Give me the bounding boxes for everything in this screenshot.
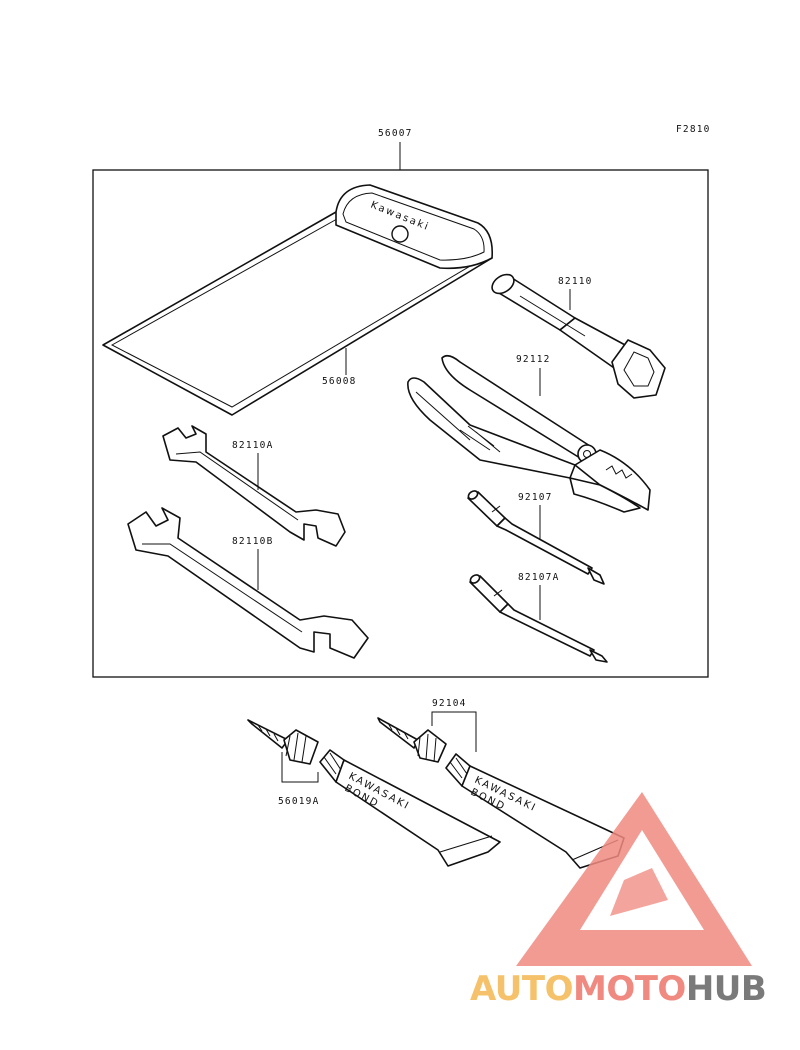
figure-code: F2810 [676, 124, 711, 135]
label-tool-kit: 56007 [378, 128, 413, 139]
label-bond-tube-b: 92104 [432, 698, 467, 709]
tool-bag: Kawasaki [102, 184, 494, 416]
label-screwdriver-a: 82107A [518, 572, 560, 583]
leader-tube-a [281, 752, 319, 783]
spark-plug-wrench [491, 273, 666, 399]
bag-snap-button [391, 225, 409, 243]
watermark-hub: HUB [686, 969, 766, 1009]
pliers [407, 354, 651, 513]
label-wrench-b: 82110B [232, 536, 274, 547]
bond-tube-a: KAWASAKI BOND [247, 719, 501, 867]
watermark-triangle [516, 792, 752, 966]
screwdriver-a [469, 574, 608, 663]
watermark-auto: AUTO [470, 969, 573, 1009]
open-end-wrench-b [127, 507, 369, 659]
watermark-text: AUTOMOTOHUB [470, 969, 766, 1009]
label-pliers: 92112 [516, 354, 551, 365]
leader-tube-b [431, 711, 477, 752]
label-tool-bag: 56008 [322, 376, 357, 387]
watermark-logo [516, 792, 752, 966]
label-plug-wrench: 82110 [558, 276, 593, 287]
bond-tube-b: KAWASAKI BOND [377, 717, 625, 869]
screwdriver [467, 490, 605, 585]
label-wrench-a: 82110A [232, 440, 274, 451]
label-screwdriver: 92107 [518, 492, 553, 503]
label-bond-tube-a: 56019A [278, 796, 320, 807]
open-end-wrench-a [162, 425, 346, 547]
watermark-moto: MOTO [573, 969, 686, 1009]
